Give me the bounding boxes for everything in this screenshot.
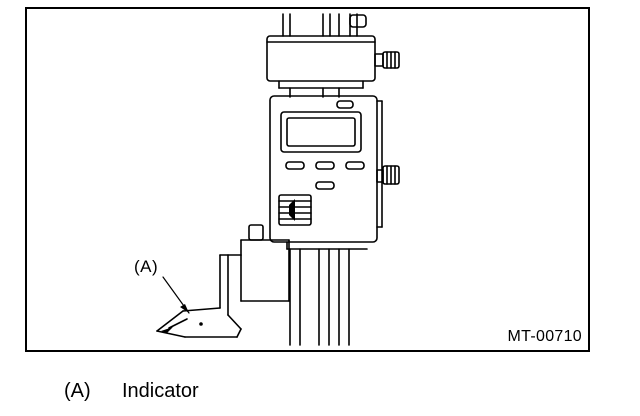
legend-key: (A) [64,380,91,402]
column-top [282,13,367,37]
indicator-tip [156,307,242,338]
figure-code: MT-00710 [507,328,582,345]
callout-label-a: (A) [134,257,159,276]
legend: (A) Indicator [64,380,199,403]
figure-frame: (A) MT-00710 [25,7,590,352]
legend-text: Indicator [122,380,199,402]
column-bottom [289,248,350,346]
legend-item-a: (A) Indicator [64,380,199,403]
callout-arrowhead [180,304,189,313]
upper-clamp [266,35,400,89]
slider-body [269,95,400,250]
height-gauge-illustration [156,13,400,346]
indicator-holder [219,224,290,316]
